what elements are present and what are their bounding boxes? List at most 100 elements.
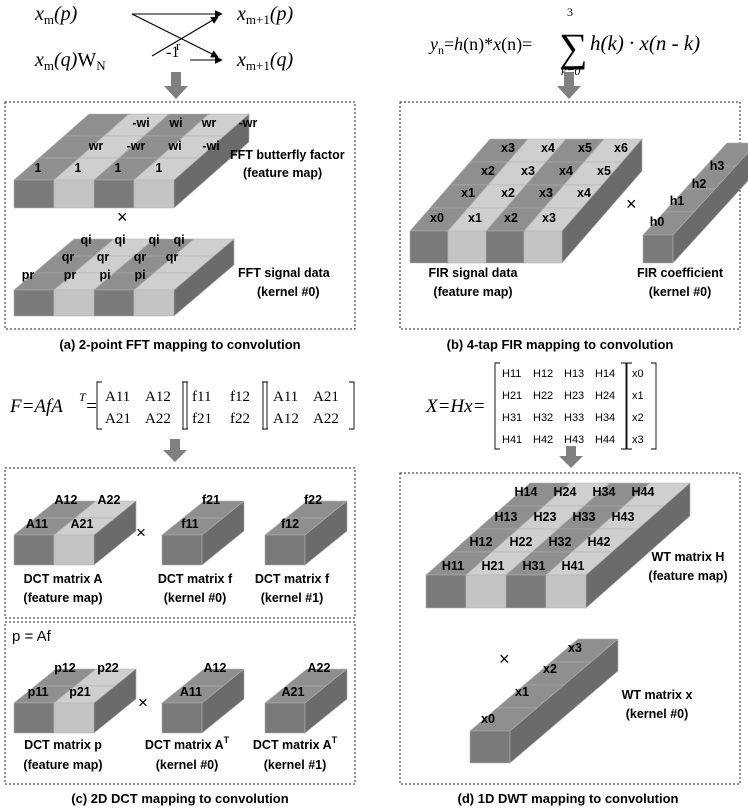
eq-vector-entry: x2 [632,412,644,424]
fir-coef-label: h3 [710,159,725,173]
fir-signal-cell-label: x1 [461,186,475,200]
eq-matrix-entry: H12 [533,368,553,380]
dwt-vector-label: x3 [568,641,582,655]
fir-coef-label: h2 [692,177,707,191]
dwt-vector-side [509,638,619,764]
eq-matrix-entry: H34 [595,412,615,424]
fir-signal-cell-label: x3 [501,141,515,155]
butterfly-cross-down [131,13,219,58]
p-equation: p = Af [12,628,52,645]
eq-matrix-entry: H11 [502,368,521,380]
dwt-matrix-front-cell [465,574,507,609]
eq-matrix-entry: H43 [564,434,584,446]
fft-feature-front-cell [93,179,135,209]
eq-matrix-entry: H31 [502,412,522,424]
panel-b-box [399,101,741,330]
fft-feature-cell-label: -wi [202,139,219,153]
fft-signal-kernel [13,238,235,317]
fir-signal-cell-label: x2 [504,211,518,225]
fft-kernel-cell-label: qr [97,250,110,264]
fir-signal-front-cell [447,230,487,264]
fft-kernel-cell-label: pi [99,268,110,282]
eq-matrix-entry: H33 [564,412,584,424]
fir-coef-label: h0 [650,215,665,229]
svg-text:F=AfA: F=AfA [9,396,63,417]
dct-row-2-cubes [13,668,348,734]
svg-text:T: T [79,390,87,404]
dwt-vector-label: x2 [543,662,557,676]
fft-kernel-front-cell [53,289,95,317]
svg-text:X=Hx=: X=Hx= [425,396,485,417]
times-sign-d: × [499,649,510,669]
eq-matrix-entry: H22 [533,390,553,402]
dct-f1-side [304,500,348,566]
fft-kernel-cell-label: qr [62,250,75,264]
wt-vector-title: WT matrix x [622,688,693,702]
svg-text:f11: f11 [192,389,211,405]
eq-matrix-entry: H42 [533,434,553,446]
wt-vector-x-kernel [469,638,619,764]
dct-f0-title: DCT matrix f [158,572,233,586]
fir-equation: yn=h(n)*x(n)= ∑ 3 k=0 h(k) · x(n - k) [428,5,700,78]
wt-matrix-title: WT matrix H [652,550,725,564]
fir-signal-cell-label: x5 [578,141,592,155]
dct-p-title: DCT matrix p [24,738,102,752]
dct-A-label: A12 [55,493,78,507]
svg-text:A12: A12 [145,389,171,405]
dwt-matrix-cell-label: H43 [612,510,635,524]
dct-k1-front-cell [264,702,306,734]
dct-f0-subtitle: (kernel #0) [164,591,227,605]
fir-signal-cell-label: x3 [542,211,556,225]
svg-text:f21: f21 [192,411,212,427]
fir-signal-cell-label: x2 [501,186,515,200]
fft-feature-cell-label: wi [167,139,181,153]
dct-A-label: A11 [26,517,48,531]
fft-feature-front-cell [53,179,95,209]
wt-vector-subtitle: (kernel #0) [626,707,689,721]
panel-d-box [399,472,741,785]
dct-k1-label: A22 [308,661,331,675]
fft-feature-cell-label: wr [201,116,217,130]
eq-vector-entry: x3 [632,434,644,446]
dwt-vector-label: x1 [515,685,529,699]
fft-kernel-cell-label: qi [114,233,125,247]
dct-k1-title: DCT matrix AT [253,735,338,752]
svg-text:3: 3 [567,5,573,19]
panel-c: F=AfA T = A11 A12 A21 A22 f11 f12 f21 f2… [4,381,356,806]
down-arrow-b [557,72,581,99]
caption-c: (c) 2D DCT mapping to convolution [71,791,288,806]
dct-k0-subtitle: (kernel #0) [156,758,219,772]
dct-k1-subtitle: (kernel #1) [264,758,327,772]
fir-signal-feature-map [409,138,643,264]
dct-A-side [93,500,137,566]
dwt-matrix-cell-label: H44 [632,485,655,499]
down-arrow-a [164,72,188,99]
dwt-matrix-cell-label: H41 [562,559,585,573]
fir-coef-label: h1 [670,194,685,208]
fft-kernel-cell-label: pr [64,268,77,282]
eq-matrix-entry: H32 [533,412,553,424]
dct-p-side [93,668,137,734]
dct-k0-side [201,668,245,734]
svg-text:=: = [85,396,98,417]
fft-feature-cell-label: wi [168,116,182,130]
dwt-matrix-front-cell [505,574,547,609]
fft-kernel-cell-label: qr [166,250,179,264]
dct-f0-front-cell [161,534,203,566]
eq-matrix-entry: H23 [564,390,584,402]
fft-feature-title: FFT butterfly factor [230,148,345,162]
eq-matrix-entry: H21 [502,390,522,402]
dct-A-front-cell [53,534,95,566]
wt-matrix-H-feature-map [425,482,691,609]
fir-coefficient-kernel [642,142,748,264]
dct-p-front-cell [53,702,95,734]
svg-text:h(k) · x(n - k): h(k) · x(n - k) [590,31,700,55]
fir-signal-subtitle: (feature map) [433,285,512,299]
svg-text:f12: f12 [230,389,250,405]
